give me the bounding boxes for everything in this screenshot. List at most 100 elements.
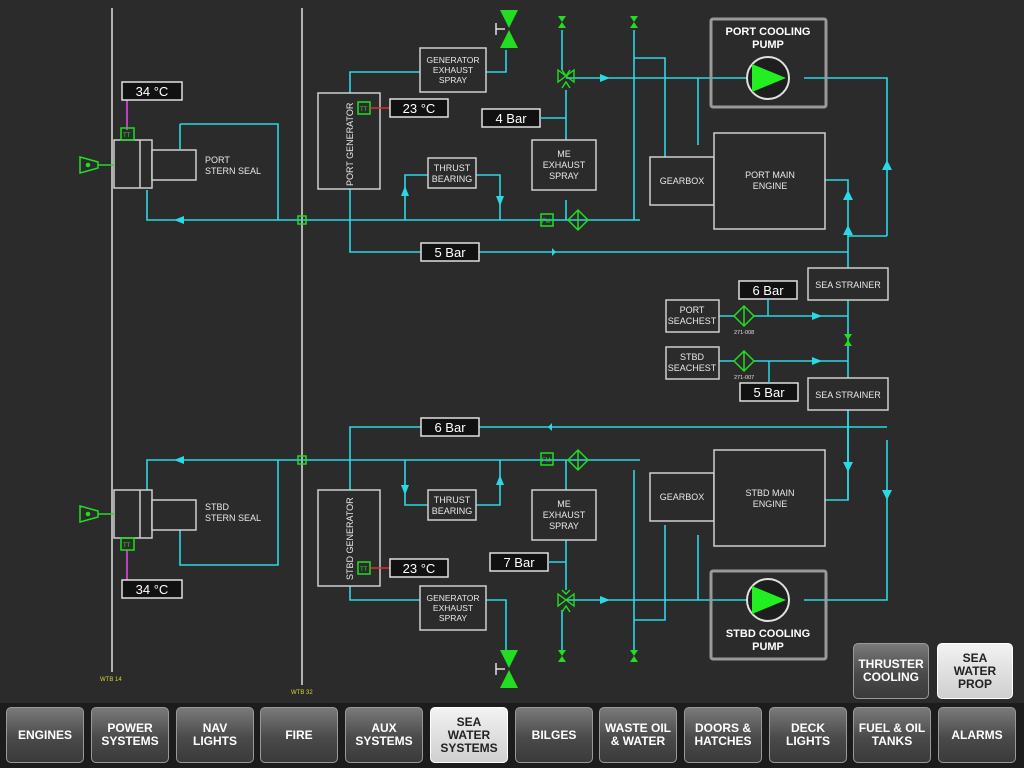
svg-text:STBD GENERATOR: STBD GENERATOR [345, 497, 355, 580]
port-seal-temp-readout: 34 °C [121, 81, 183, 101]
nav-alarms[interactable]: ALARMS [938, 707, 1016, 763]
stbd-seachest-valve[interactable] [732, 349, 756, 373]
port-return-pressure-readout: 5 Bar [420, 242, 480, 262]
stbd-chest-pressure-readout: 5 Bar [739, 382, 799, 402]
nav-power-systems[interactable]: POWER SYSTEMS [91, 707, 169, 763]
valve-271-008-label: 271-008 [734, 330, 754, 336]
nav-waste-oil-water[interactable]: WASTE OIL & WATER [599, 707, 677, 763]
svg-text:34 °C: 34 °C [136, 84, 169, 99]
flow-arrows [174, 74, 892, 604]
nav-sea-water-systems[interactable]: SEA WATER SYSTEMS [430, 707, 508, 763]
crossover-valve[interactable] [844, 334, 852, 346]
valve-271-007-label: 271-007 [734, 375, 754, 381]
stbd-gen-temp-readout: 23 °C [389, 558, 449, 578]
svg-text:23 °C: 23 °C [403, 101, 436, 116]
svg-text:GEARBOX: GEARBOX [660, 492, 705, 502]
stbd-seal-tt-label: TT [123, 543, 131, 549]
port-gearbox[interactable]: GEARBOX [649, 156, 715, 206]
thruster-cooling-button[interactable]: THRUSTER COOLING [853, 643, 929, 699]
svg-text:5 Bar: 5 Bar [753, 385, 785, 400]
stbd-flow-meter [540, 452, 554, 466]
stbd-3way-valve[interactable] [557, 589, 575, 613]
port-gen-tt-label: TT [360, 107, 368, 113]
port-filter-valve[interactable] [566, 208, 590, 232]
svg-text:SEA STRAINER: SEA STRAINER [815, 390, 881, 400]
port-3way-valve[interactable] [557, 68, 575, 89]
port-chest-pressure-readout: 6 Bar [738, 280, 798, 300]
port-seal-tt-label: TT [123, 133, 131, 139]
stbd-shaft-icon [79, 505, 114, 523]
port-gate-valve-2[interactable] [630, 16, 638, 28]
svg-text:4 Bar: 4 Bar [495, 111, 527, 126]
stbd-gen-tt-label: TT [360, 567, 368, 573]
stbd-gearbox[interactable]: GEARBOX [649, 472, 715, 522]
port-flow-meter [540, 213, 554, 227]
sea-water-schematic: WTB 14 WTB 32 [79, 8, 892, 696]
port-fm-label: FM [542, 219, 551, 225]
stbd-junction [297, 455, 307, 465]
port-seachest-valve[interactable] [732, 304, 756, 328]
port-shaft-icon [79, 156, 114, 174]
svg-text:34 °C: 34 °C [136, 582, 169, 597]
nav-fire[interactable]: FIRE [260, 707, 338, 763]
svg-text:PORT GENERATOR: PORT GENERATOR [345, 102, 355, 186]
port-gate-valve-1[interactable] [558, 16, 566, 28]
svg-text:7 Bar: 7 Bar [503, 555, 535, 570]
port-gen-temp-readout: 23 °C [389, 98, 449, 118]
nav-bilges[interactable]: BILGES [515, 707, 593, 763]
port-junction [297, 215, 307, 225]
stbd-gate-valve-1[interactable] [558, 650, 566, 662]
nav-doors-hatches[interactable]: DOORS & HATCHES [684, 707, 762, 763]
stbd-gen-spray-valve[interactable] [495, 650, 518, 688]
svg-text:GEARBOX: GEARBOX [660, 176, 705, 186]
wtb32-label: WTB 32 [291, 690, 313, 696]
svg-text:SEA STRAINER: SEA STRAINER [815, 280, 881, 290]
nav-deck-lights[interactable]: DECK LIGHTS [769, 707, 847, 763]
stbd-fm-label: FM [542, 458, 551, 464]
stbd-return-pressure-readout: 6 Bar [420, 417, 480, 437]
nav-aux-systems[interactable]: AUX SYSTEMS [345, 707, 423, 763]
nav-fuel-oil-tanks[interactable]: FUEL & OIL TANKS [853, 707, 931, 763]
sea-strainer-stbd[interactable]: SEA STRAINER [807, 377, 889, 411]
port-gen-spray-valve[interactable] [495, 10, 518, 48]
port-pump-pressure-readout: 4 Bar [481, 108, 541, 128]
svg-text:23 °C: 23 °C [403, 561, 436, 576]
svg-text:6 Bar: 6 Bar [752, 283, 784, 298]
stbd-gate-valve-2[interactable] [630, 650, 638, 662]
port-seal-temp-sensor [120, 127, 135, 141]
nav-engines[interactable]: ENGINES [6, 707, 84, 763]
svg-text:5 Bar: 5 Bar [434, 245, 466, 260]
stbd-filter-valve[interactable] [566, 448, 590, 472]
sea-water-prop-button[interactable]: SEA WATER PROP [937, 643, 1013, 699]
stbd-seal-temp-sensor [120, 537, 135, 551]
wtb14-label: WTB 14 [100, 677, 122, 683]
nav-nav-lights[interactable]: NAV LIGHTS [176, 707, 254, 763]
sea-strainer-port[interactable]: SEA STRAINER [807, 267, 889, 301]
